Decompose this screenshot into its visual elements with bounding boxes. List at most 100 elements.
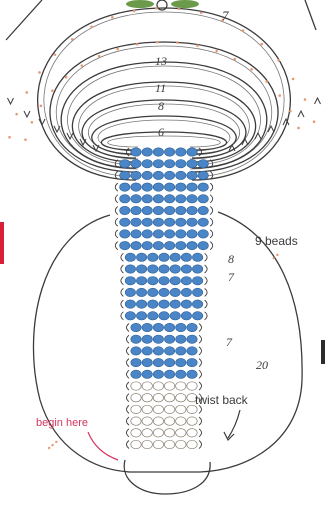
- blue-bead: [159, 288, 169, 296]
- orange-bead: [276, 254, 278, 256]
- tan-bead: [153, 440, 163, 448]
- row-thread-left: [121, 253, 124, 261]
- arrow-down-icon: [39, 119, 45, 125]
- begin-here-pointer: [88, 432, 118, 460]
- blue-bead: [176, 230, 186, 238]
- blue-bead: [131, 195, 141, 203]
- tan-bead: [187, 417, 197, 425]
- orange-bead: [54, 53, 57, 56]
- orange-bead: [40, 105, 43, 108]
- row-thread-left: [115, 230, 118, 238]
- row-thread-right: [199, 429, 202, 437]
- blue-bead: [142, 148, 152, 156]
- blue-bead: [142, 218, 152, 226]
- blue-bead: [192, 265, 202, 273]
- blue-bead: [187, 218, 197, 226]
- row-thread-right: [199, 370, 202, 378]
- blue-bead: [153, 171, 163, 179]
- arrow-down-icon: [24, 111, 30, 117]
- blue-bead: [131, 171, 141, 179]
- blue-bead: [187, 323, 197, 331]
- orange-bead: [200, 11, 203, 14]
- blue-bead: [153, 347, 163, 355]
- orange-bead: [292, 78, 295, 81]
- row-thread-left: [127, 382, 130, 390]
- blue-bead: [142, 171, 152, 179]
- blue-bead: [192, 253, 202, 261]
- blue-bead: [159, 300, 169, 308]
- blue-bead: [125, 253, 135, 261]
- orange-bead: [55, 441, 57, 443]
- orange-bead: [176, 41, 179, 44]
- blue-bead: [142, 335, 152, 343]
- blue-bead: [136, 277, 146, 285]
- orange-bead: [215, 50, 218, 53]
- row-thread-left: [115, 218, 118, 226]
- tan-bead: [187, 429, 197, 437]
- begin-here-label: begin here: [36, 417, 88, 429]
- blue-bead: [153, 218, 163, 226]
- row-thread-right: [199, 347, 202, 355]
- blue-bead: [153, 241, 163, 249]
- twist-back-arrow: [228, 410, 240, 438]
- blue-bead: [131, 218, 141, 226]
- blue-bead: [153, 160, 163, 168]
- corner-thread-left: [6, 0, 42, 40]
- blue-bead: [153, 335, 163, 343]
- row-thread-right: [210, 195, 213, 203]
- tan-bead: [187, 440, 197, 448]
- tan-bead: [164, 405, 174, 413]
- row-thread-right: [210, 218, 213, 226]
- row-thread-right: [199, 417, 202, 425]
- blue-bead: [164, 358, 174, 366]
- row-count-7-label-a: 7: [228, 270, 235, 284]
- orange-bead: [297, 127, 300, 130]
- loop-label-7: 7: [222, 8, 229, 23]
- orange-bead: [242, 29, 245, 32]
- orange-bead: [15, 113, 18, 116]
- orange-bead: [98, 55, 101, 58]
- blue-bead: [164, 323, 174, 331]
- blue-bead: [181, 277, 191, 285]
- blue-bead: [164, 206, 174, 214]
- orange-bead: [250, 68, 253, 71]
- blue-bead: [148, 253, 158, 261]
- arrow-down-icon: [8, 98, 14, 104]
- orange-bead: [38, 71, 41, 74]
- row-thread-right: [205, 312, 208, 320]
- blue-bead: [187, 183, 197, 191]
- row-thread-left: [127, 405, 130, 413]
- tan-bead: [187, 382, 197, 390]
- blue-bead: [181, 253, 191, 261]
- tan-bead: [131, 417, 141, 425]
- blue-bead: [187, 148, 197, 156]
- row-thread-left: [127, 335, 130, 343]
- blue-bead: [125, 277, 135, 285]
- blue-bead: [136, 288, 146, 296]
- blue-bead: [181, 300, 191, 308]
- blue-bead: [125, 288, 135, 296]
- tan-bead: [153, 417, 163, 425]
- blue-bead: [153, 358, 163, 366]
- tan-bead: [142, 405, 152, 413]
- blue-bead: [176, 241, 186, 249]
- corner-thread-right: [305, 0, 316, 30]
- blue-bead: [176, 218, 186, 226]
- row-thread-left: [127, 347, 130, 355]
- orange-bead: [289, 110, 292, 113]
- blue-bead: [125, 312, 135, 320]
- blue-bead: [120, 183, 130, 191]
- tan-bead: [153, 394, 163, 402]
- orange-bead: [196, 44, 199, 47]
- blue-bead: [120, 160, 130, 168]
- row-count-7-label-b: 7: [226, 335, 233, 349]
- blue-bead: [198, 218, 208, 226]
- blue-bead: [142, 160, 152, 168]
- blue-bead: [142, 347, 152, 355]
- blue-bead: [159, 312, 169, 320]
- row-thread-right: [199, 335, 202, 343]
- row-thread-right: [210, 230, 213, 238]
- row-thread-right: [205, 288, 208, 296]
- blue-bead: [187, 160, 197, 168]
- orange-bead: [31, 121, 34, 124]
